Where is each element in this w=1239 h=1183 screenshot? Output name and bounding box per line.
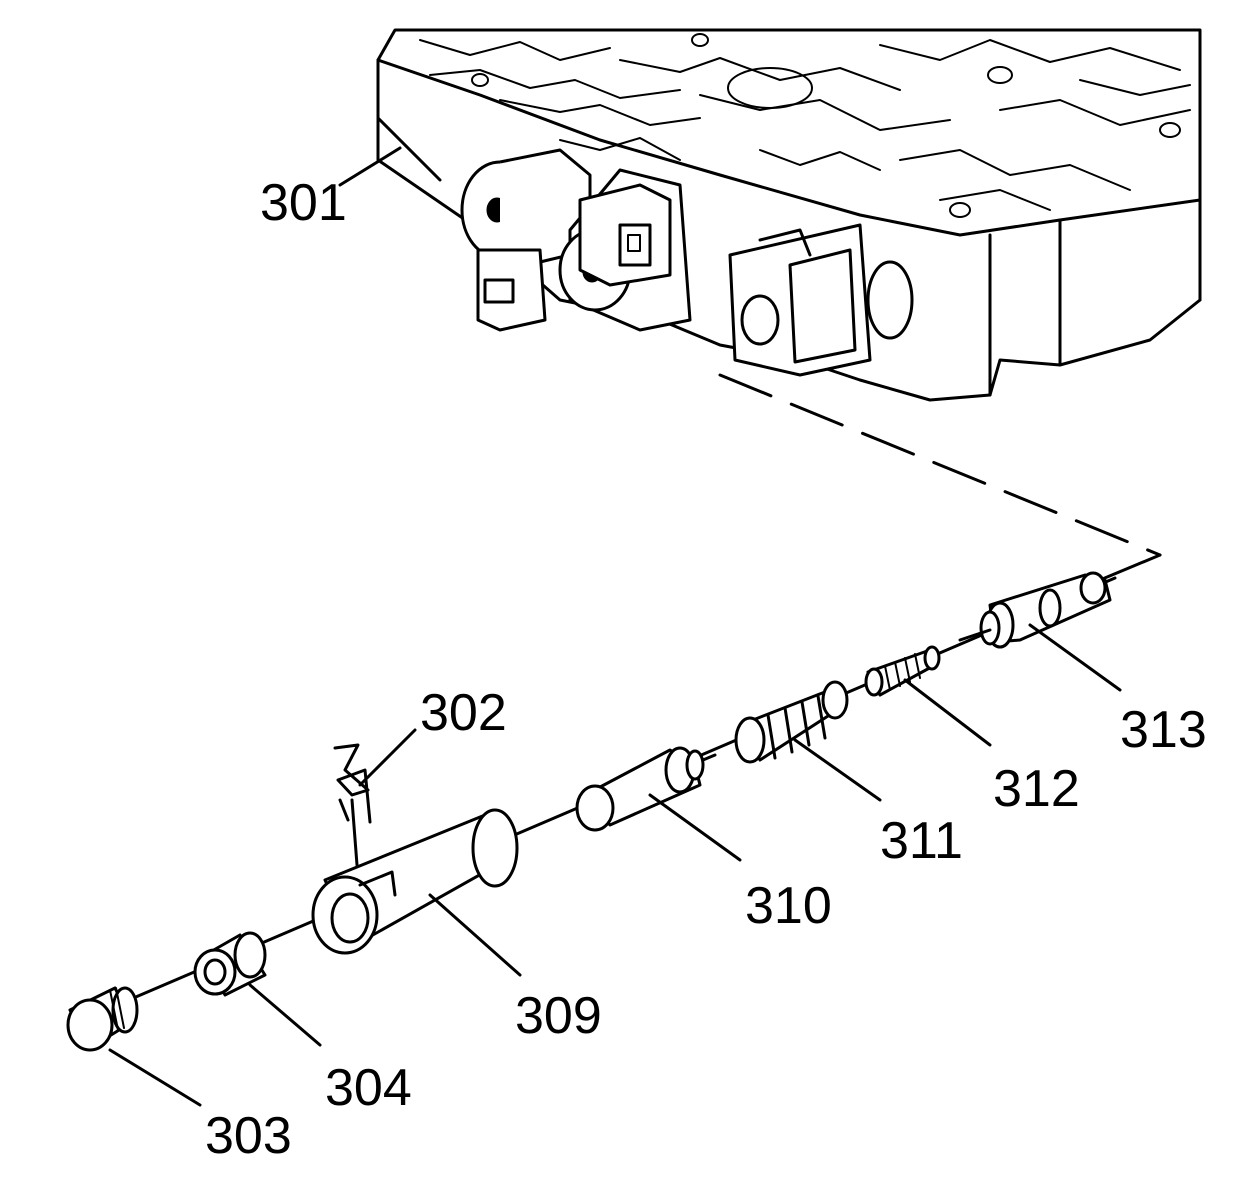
leader-313 bbox=[1028, 623, 1122, 692]
leader-303 bbox=[108, 1048, 202, 1107]
part-304-spacer bbox=[193, 931, 267, 997]
callout-310: 310 bbox=[745, 877, 832, 935]
callout-304: 304 bbox=[325, 1059, 412, 1117]
leader-312 bbox=[903, 678, 992, 747]
part-312-spring bbox=[864, 645, 941, 697]
valve-body-assembly bbox=[376, 28, 1202, 402]
part-313-valve bbox=[958, 571, 1112, 649]
leader-302 bbox=[358, 728, 417, 787]
part-311-spring bbox=[734, 680, 849, 764]
callout-302: 302 bbox=[420, 684, 507, 742]
callout-312: 312 bbox=[993, 760, 1080, 818]
leader-310 bbox=[648, 793, 742, 862]
leader-304 bbox=[248, 983, 322, 1047]
callout-309: 309 bbox=[515, 987, 602, 1045]
callout-303: 303 bbox=[205, 1107, 292, 1165]
leader-lines bbox=[108, 146, 1122, 1107]
callout-301: 301 bbox=[260, 174, 347, 232]
assembly-axis-dashed-line bbox=[718, 373, 1162, 557]
callout-313: 313 bbox=[1120, 701, 1207, 759]
part-303-plug bbox=[66, 986, 139, 1052]
part-310-valve bbox=[575, 746, 717, 832]
part-309-sleeve bbox=[311, 808, 519, 955]
callout-311: 311 bbox=[880, 812, 963, 870]
leader-301 bbox=[338, 146, 402, 187]
part-302-retainer-clip bbox=[333, 743, 372, 867]
leader-311 bbox=[793, 738, 882, 802]
leader-309 bbox=[428, 893, 522, 977]
callout-labels: 301 302 303 304 309 310 311 312 313 bbox=[205, 174, 1207, 1165]
